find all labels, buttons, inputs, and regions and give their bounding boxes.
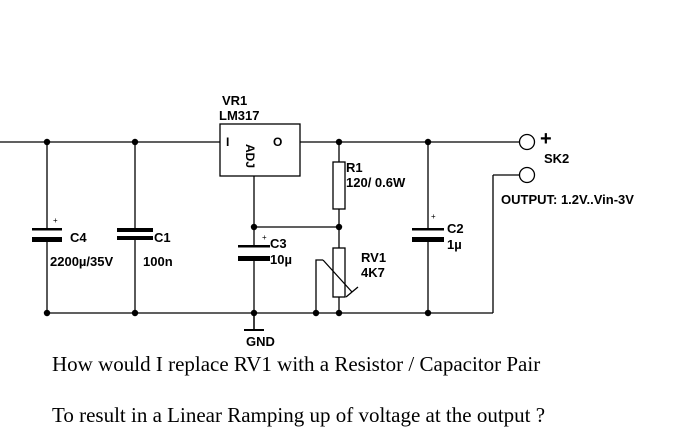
c2-ref-label: C2 — [447, 221, 464, 236]
c2-polarity-mark: + — [431, 212, 436, 221]
junction-dot — [424, 309, 432, 317]
rv1-wiper-arrow — [322, 259, 353, 293]
c4-value-label: 2200µ/35V — [50, 254, 113, 269]
vr1-pin-output-label: O — [273, 135, 282, 149]
rv1-wiper-arrow-tip — [345, 286, 359, 298]
c3-plate-negative — [238, 256, 270, 261]
c3-plate-positive — [238, 245, 270, 248]
c4-plate-negative — [32, 237, 62, 242]
sk2-ref-label: SK2 — [544, 151, 569, 166]
c3-polarity-mark: + — [262, 233, 267, 242]
junction-dot — [250, 223, 258, 231]
c4-ref-label: C4 — [70, 230, 87, 245]
junction-dot — [424, 138, 432, 146]
rv1-wiper-wire — [315, 259, 323, 313]
junction-dot — [43, 138, 51, 146]
c4-polarity-mark: + — [53, 216, 58, 225]
c4-plate-positive — [32, 228, 62, 231]
question-line-1: How would I replace RV1 with a Resistor … — [52, 352, 541, 376]
junction-dot — [131, 138, 139, 146]
vr1-ref-label: VR1 — [222, 93, 247, 108]
c1-plate-bottom — [117, 236, 153, 240]
c2-plate-negative — [412, 237, 444, 242]
c1-plate-top — [117, 228, 153, 232]
vr1-pin-input-label: I — [226, 135, 229, 149]
rv1-value-label: 4K7 — [361, 265, 385, 280]
junction-dot — [335, 223, 343, 231]
rv1-ref-label: RV1 — [361, 250, 386, 265]
vr1-part-label: LM317 — [219, 108, 259, 123]
c3-value-label: 10µ — [270, 252, 292, 267]
regulator-vr1 — [219, 123, 301, 177]
output-range-note: OUTPUT: 1.2V..Vin-3V — [501, 192, 634, 207]
sk2-plus-sign: + — [540, 128, 552, 150]
c1-value-label: 100n — [143, 254, 173, 269]
question-line-2: To result in a Linear Ramping up of volt… — [52, 403, 546, 427]
sk2-negative-terminal — [518, 166, 536, 184]
rv1-potentiometer — [332, 247, 346, 298]
sk2-positive-terminal — [518, 133, 536, 151]
junction-dot — [250, 309, 258, 317]
vr1-pin-adj-label: ADJ — [243, 144, 257, 168]
junction-dot — [335, 138, 343, 146]
c2-value-label: 1µ — [447, 237, 462, 252]
gnd-label: GND — [246, 334, 275, 349]
c2-plate-positive — [412, 228, 444, 231]
r1-resistor — [332, 161, 346, 210]
junction-dot — [131, 309, 139, 317]
r1-ref-label: R1 — [346, 160, 363, 175]
c1-ref-label: C1 — [154, 230, 171, 245]
junction-dot — [335, 309, 343, 317]
junction-dot — [43, 309, 51, 317]
r1-value-label: 120/ 0.6W — [346, 175, 406, 190]
c3-ref-label: C3 — [270, 236, 287, 251]
